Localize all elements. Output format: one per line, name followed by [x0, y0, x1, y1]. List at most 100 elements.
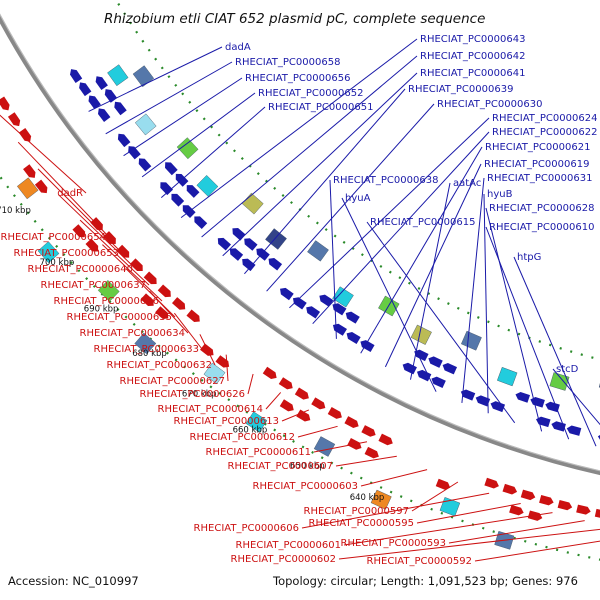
- reverse-gene-arrow-36-shape: [520, 489, 536, 501]
- leader-line: [416, 503, 521, 524]
- forward-gene-arrow-45: [545, 401, 560, 413]
- leader-line: [125, 267, 176, 318]
- reverse-gene-arrow-26-shape: [296, 409, 311, 422]
- reverse-gene-arrow-4: [18, 127, 32, 142]
- gene-label: RHECIAT_PC0000654: [1, 232, 106, 243]
- reverse-gene-arrow-13: [143, 271, 157, 285]
- forward-gene-arrow-12-shape: [175, 173, 189, 187]
- forward-gene-arrow-0: [70, 69, 83, 83]
- leader-line: [338, 528, 600, 560]
- forward-gene-arrow-21-shape: [242, 258, 256, 272]
- feature-block-7: [307, 240, 329, 262]
- reverse-gene-arrow-40: [557, 499, 573, 511]
- leader-line: [360, 469, 428, 487]
- gene-label: RHECIAT_PC0000615: [370, 217, 475, 228]
- reverse-gene-arrow-37-shape: [509, 504, 524, 516]
- forward-gene-arrow-34: [414, 349, 429, 362]
- leader-line: [17, 141, 110, 238]
- forward-gene-arrow-30: [345, 311, 360, 324]
- leader-line: [343, 512, 553, 546]
- reverse-gene-arrow-37: [509, 504, 524, 516]
- leader-line: [174, 312, 203, 350]
- feature-block-17: [16, 177, 39, 200]
- feature-block-6: [265, 228, 287, 250]
- leader-line: [244, 88, 406, 275]
- gene-label: aatAc: [453, 178, 481, 189]
- feature-block-22: [245, 411, 268, 433]
- forward-gene-arrow-15-shape: [182, 205, 196, 218]
- reverse-gene-arrow-5-shape: [23, 164, 36, 178]
- reverse-gene-arrow-18-shape: [186, 309, 200, 322]
- gene-label: RHECIAT_PC0000592: [367, 556, 472, 567]
- forward-gene-arrow-10-shape: [165, 162, 178, 176]
- reverse-gene-arrow-17-shape: [155, 306, 169, 319]
- leader-line: [448, 520, 585, 544]
- gene-label: RHECIAT_PC0000640: [28, 264, 133, 275]
- forward-gene-arrow-2: [95, 76, 108, 91]
- forward-gene-arrow-1-shape: [79, 82, 92, 97]
- forward-gene-arrow-11: [160, 182, 174, 196]
- reverse-gene-arrow-32-shape: [364, 446, 379, 459]
- gene-label: RHECIAT_PC0000651: [268, 102, 373, 113]
- forward-gene-arrow-35-shape: [416, 369, 432, 382]
- forward-gene-arrow-32: [360, 340, 375, 353]
- reverse-gene-arrow-22: [278, 377, 293, 390]
- forward-gene-arrow-20-shape: [244, 238, 258, 251]
- forward-gene-arrow-29: [332, 323, 347, 336]
- tick-label: 660 kbp: [233, 426, 268, 436]
- forward-gene-arrow-44: [536, 416, 551, 428]
- forward-gene-arrow-27-shape: [319, 294, 334, 307]
- reverse-gene-arrow-31: [378, 433, 393, 446]
- forward-gene-arrow-45-shape: [545, 401, 560, 413]
- gene-label: hyuB: [487, 189, 513, 200]
- reverse-gene-arrow-1-shape: [0, 96, 10, 111]
- reverse-gene-arrow-15-shape: [140, 293, 154, 306]
- reverse-gene-arrow-33-shape: [435, 478, 451, 490]
- forward-gene-arrow-4-shape: [104, 89, 118, 103]
- forward-gene-arrow-28: [332, 303, 347, 316]
- forward-gene-arrow-33-shape: [402, 362, 417, 375]
- leader-line: [225, 354, 229, 382]
- reverse-gene-arrow-12: [129, 258, 143, 272]
- leader-line: [297, 425, 338, 438]
- reverse-gene-arrow-3: [7, 112, 21, 127]
- forward-gene-arrow-47-shape: [566, 425, 582, 436]
- forward-gene-arrow-0-shape: [70, 69, 83, 83]
- gene-labels: dadARHECIAT_PC0000658RHECIAT_PC0000656RH…: [1, 34, 598, 567]
- leader-line: [265, 392, 282, 410]
- forward-gene-arrow-14: [186, 185, 200, 198]
- reverse-gene-arrow-14: [157, 284, 171, 298]
- gene-label: RHECIAT_PC0000628: [489, 203, 594, 214]
- gene-label: RHECIAT_PC0000613: [174, 416, 279, 427]
- forward-gene-arrow-9-shape: [138, 158, 152, 172]
- accession-text: Accession: NC_010997: [8, 574, 139, 588]
- forward-gene-arrow-28-shape: [332, 303, 347, 316]
- reverse-gene-arrow-6: [34, 179, 48, 194]
- gene-label: dadR: [57, 188, 83, 199]
- tick-label: 700 kbp: [40, 258, 75, 268]
- leader-line: [341, 197, 437, 392]
- leader-line: [247, 373, 254, 395]
- gene-label: RHECIAT_PC0000601: [236, 540, 341, 551]
- forward-gene-arrow-15: [182, 205, 196, 218]
- forward-gene-arrow-8: [128, 146, 141, 160]
- reverse-gene-arrow-29: [361, 425, 376, 437]
- leader-line: [105, 61, 233, 135]
- forward-gene-arrow-42: [515, 391, 531, 403]
- reverse-gene-arrow-38: [539, 494, 554, 506]
- gene-label: RHECIAT_PC0000626: [140, 389, 245, 400]
- reverse-gene-arrow-19: [200, 343, 214, 356]
- forward-gene-arrow-17: [217, 237, 232, 251]
- reverse-gene-arrow-42: [594, 508, 600, 519]
- leader-line: [483, 193, 489, 414]
- gene-label: RHECIAT_PC0000630: [437, 99, 542, 110]
- topology-summary: Topology: circular; Length: 1,091,523 bp…: [272, 574, 578, 588]
- feature-block-5: [241, 192, 264, 215]
- forward-gene-arrow-39: [460, 389, 476, 401]
- forward-gene-arrow-31-shape: [346, 332, 361, 345]
- feature-block-11: [461, 330, 482, 351]
- reverse-gene-arrow-32: [364, 446, 379, 459]
- forward-gene-arrow-10: [165, 162, 178, 176]
- gene-label: RHECIAT_PC0000607: [228, 461, 333, 472]
